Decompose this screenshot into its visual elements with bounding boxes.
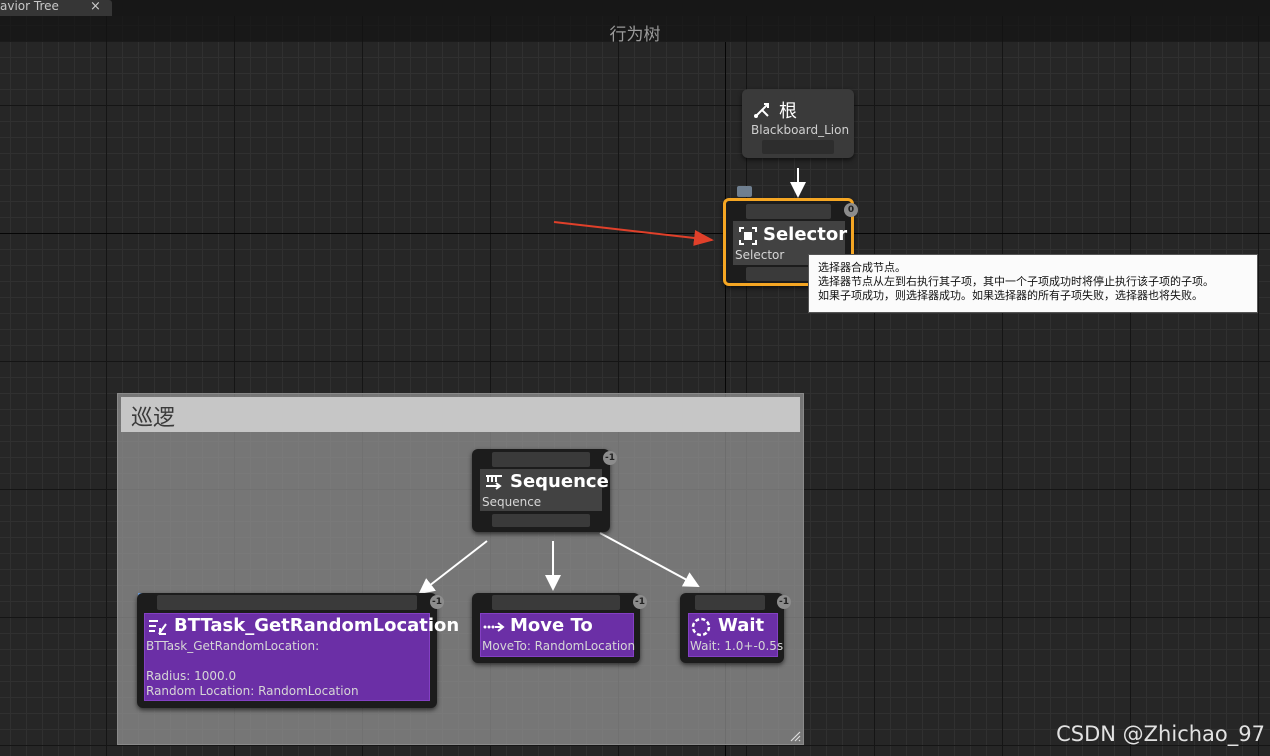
resize-grip-icon[interactable] (789, 730, 801, 742)
root-node-subtitle: Blackboard_Lion (751, 123, 850, 137)
annotation-arrow (553, 221, 714, 246)
output-pin[interactable] (762, 140, 834, 154)
task-node-detail: MoveTo: RandomLocation (482, 639, 636, 653)
task-node-detail: Wait: 1.0+-0.5s (690, 639, 784, 653)
input-pin[interactable] (492, 452, 590, 467)
sequence-node-title: Sequence (510, 471, 609, 492)
task-node-radius: Radius: 1000.0 (146, 669, 237, 683)
sequence-node-subtitle: Sequence (482, 495, 542, 509)
comment-header[interactable]: 巡逻 (121, 397, 800, 432)
execution-index-badge: -1 (777, 595, 791, 609)
input-pin[interactable] (746, 204, 831, 219)
graph-title: 行为树 (609, 25, 661, 45)
watermark: CSDN @Zhichao_97 (1056, 722, 1265, 746)
task-node-get-random-location[interactable]: BTTask_GetRandomLocation BTTask_GetRando… (137, 593, 459, 708)
task-node-wait[interactable]: Wait Wait: 1.0+-0.5s -1 (680, 593, 791, 663)
root-icon (754, 103, 769, 118)
selector-icon (739, 227, 757, 245)
task-node-body (480, 613, 634, 657)
input-pin[interactable] (695, 595, 765, 610)
root-node[interactable]: 根 Blackboard_Lion (742, 89, 854, 158)
tooltip-line: 选择器合成节点。 (818, 261, 906, 274)
sequence-node[interactable]: Sequence Sequence -1 (472, 449, 617, 532)
root-node-body (746, 93, 850, 137)
execution-index-badge: -1 (430, 595, 444, 609)
task-node-random-location: Random Location: RandomLocation (146, 684, 359, 698)
selector-node-subtitle: Selector (735, 248, 785, 262)
execution-index-badge: 0 (844, 203, 858, 217)
task-node-title: Move To (510, 615, 593, 636)
output-pin[interactable] (492, 514, 590, 527)
close-icon[interactable]: × (90, 0, 101, 14)
task-node-move-to[interactable]: Move To MoveTo: RandomLocation -1 (472, 593, 647, 663)
root-node-title: 根 (779, 101, 797, 122)
task-icon (149, 620, 167, 635)
tab-label: avior Tree (0, 0, 59, 13)
comment-title: 巡逻 (131, 406, 176, 431)
input-pin[interactable] (157, 595, 417, 610)
task-node-body (144, 613, 430, 701)
execution-index-badge: -1 (633, 595, 647, 609)
move-to-icon (483, 622, 505, 632)
graph-origin-axis-horizontal (0, 233, 1270, 234)
tab-behavior-tree[interactable]: avior Tree × (0, 0, 112, 16)
execution-index-badge: -1 (603, 451, 617, 465)
selector-tooltip: 选择器合成节点。 选择器节点从左到右执行其子项，其中一个子项成功时将停止执行该子… (808, 254, 1258, 313)
breakpoint-comment-icon[interactable] (737, 186, 752, 197)
task-node-detail: BTTask_GetRandomLocation: (146, 639, 320, 653)
task-node-title: BTTask_GetRandomLocation (174, 615, 460, 636)
task-node-title: Wait (718, 615, 765, 636)
tab-bar: avior Tree × (0, 0, 1270, 16)
sequence-icon (486, 475, 502, 490)
tooltip-line: 选择器节点从左到右执行其子项，其中一个子项成功时将停止执行该子项的子项。 (818, 275, 1214, 288)
input-pin[interactable] (492, 595, 620, 610)
graph-title-bar: 行为树 (0, 16, 1270, 45)
wait-icon (691, 617, 711, 637)
tooltip-line: 如果子项成功，则选择器成功。如果选择器的所有子项失败，选择器也将失败。 (818, 289, 1203, 302)
selector-node-title: Selector (763, 224, 848, 245)
